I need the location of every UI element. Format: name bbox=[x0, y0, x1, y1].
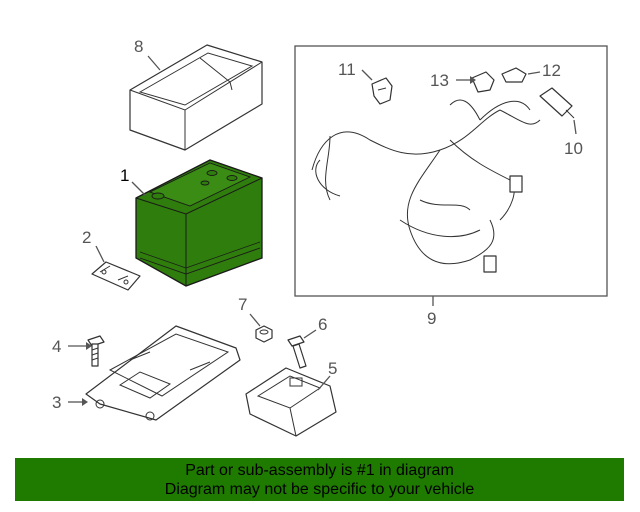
part-13-clip[interactable] bbox=[471, 71, 495, 93]
arrow-4 bbox=[86, 342, 92, 350]
part-3-battery-tray[interactable] bbox=[85, 325, 241, 421]
parts-diagram: 8 1 2 4 3 bbox=[52, 37, 608, 437]
harness-frame bbox=[294, 45, 608, 297]
leader-11 bbox=[361, 69, 373, 81]
callout-9[interactable]: 9 bbox=[427, 309, 436, 328]
part-11-connector[interactable] bbox=[371, 77, 393, 105]
callout-1[interactable]: 1 bbox=[120, 166, 129, 185]
leader-12 bbox=[527, 71, 541, 75]
callout-5[interactable]: 5 bbox=[328, 359, 337, 378]
leader-10 bbox=[573, 119, 577, 135]
leader-8 bbox=[147, 55, 161, 71]
callout-6[interactable]: 6 bbox=[318, 315, 327, 334]
callout-4[interactable]: 4 bbox=[52, 337, 61, 356]
part-9-wiring-harness[interactable] bbox=[311, 99, 541, 273]
part-10-terminal[interactable] bbox=[539, 87, 575, 119]
leader-7 bbox=[249, 313, 261, 327]
callout-12[interactable]: 12 bbox=[542, 61, 561, 80]
leader-1 bbox=[131, 181, 147, 197]
callout-3[interactable]: 3 bbox=[52, 393, 61, 412]
part-4-bolt[interactable] bbox=[87, 335, 105, 367]
part-12-clip[interactable] bbox=[501, 67, 527, 83]
arrow-13 bbox=[470, 76, 476, 84]
callout-10[interactable]: 10 bbox=[564, 139, 583, 158]
callout-7[interactable]: 7 bbox=[238, 295, 247, 314]
banner-line-1: Part or sub-assembly is #1 in diagram bbox=[185, 462, 454, 479]
part-5-cover[interactable] bbox=[245, 367, 337, 437]
part-7-nut[interactable] bbox=[255, 325, 273, 343]
info-banner: Part or sub-assembly is #1 in diagram Di… bbox=[15, 458, 624, 501]
arrow-3 bbox=[82, 398, 88, 406]
banner-line-2: Diagram may not be specific to your vehi… bbox=[164, 481, 475, 498]
callout-13[interactable]: 13 bbox=[430, 71, 449, 90]
part-8-battery-box[interactable] bbox=[129, 44, 263, 151]
leader-6 bbox=[303, 329, 317, 339]
part-1-battery[interactable] bbox=[135, 159, 263, 287]
leader-5 bbox=[317, 375, 331, 391]
part-6-bolt[interactable] bbox=[287, 335, 307, 369]
part-2-hold-down-bracket[interactable] bbox=[91, 261, 141, 291]
callout-8[interactable]: 8 bbox=[134, 37, 143, 56]
callout-11[interactable]: 11 bbox=[338, 60, 356, 79]
callout-2[interactable]: 2 bbox=[82, 228, 91, 247]
leader-2 bbox=[95, 245, 105, 263]
